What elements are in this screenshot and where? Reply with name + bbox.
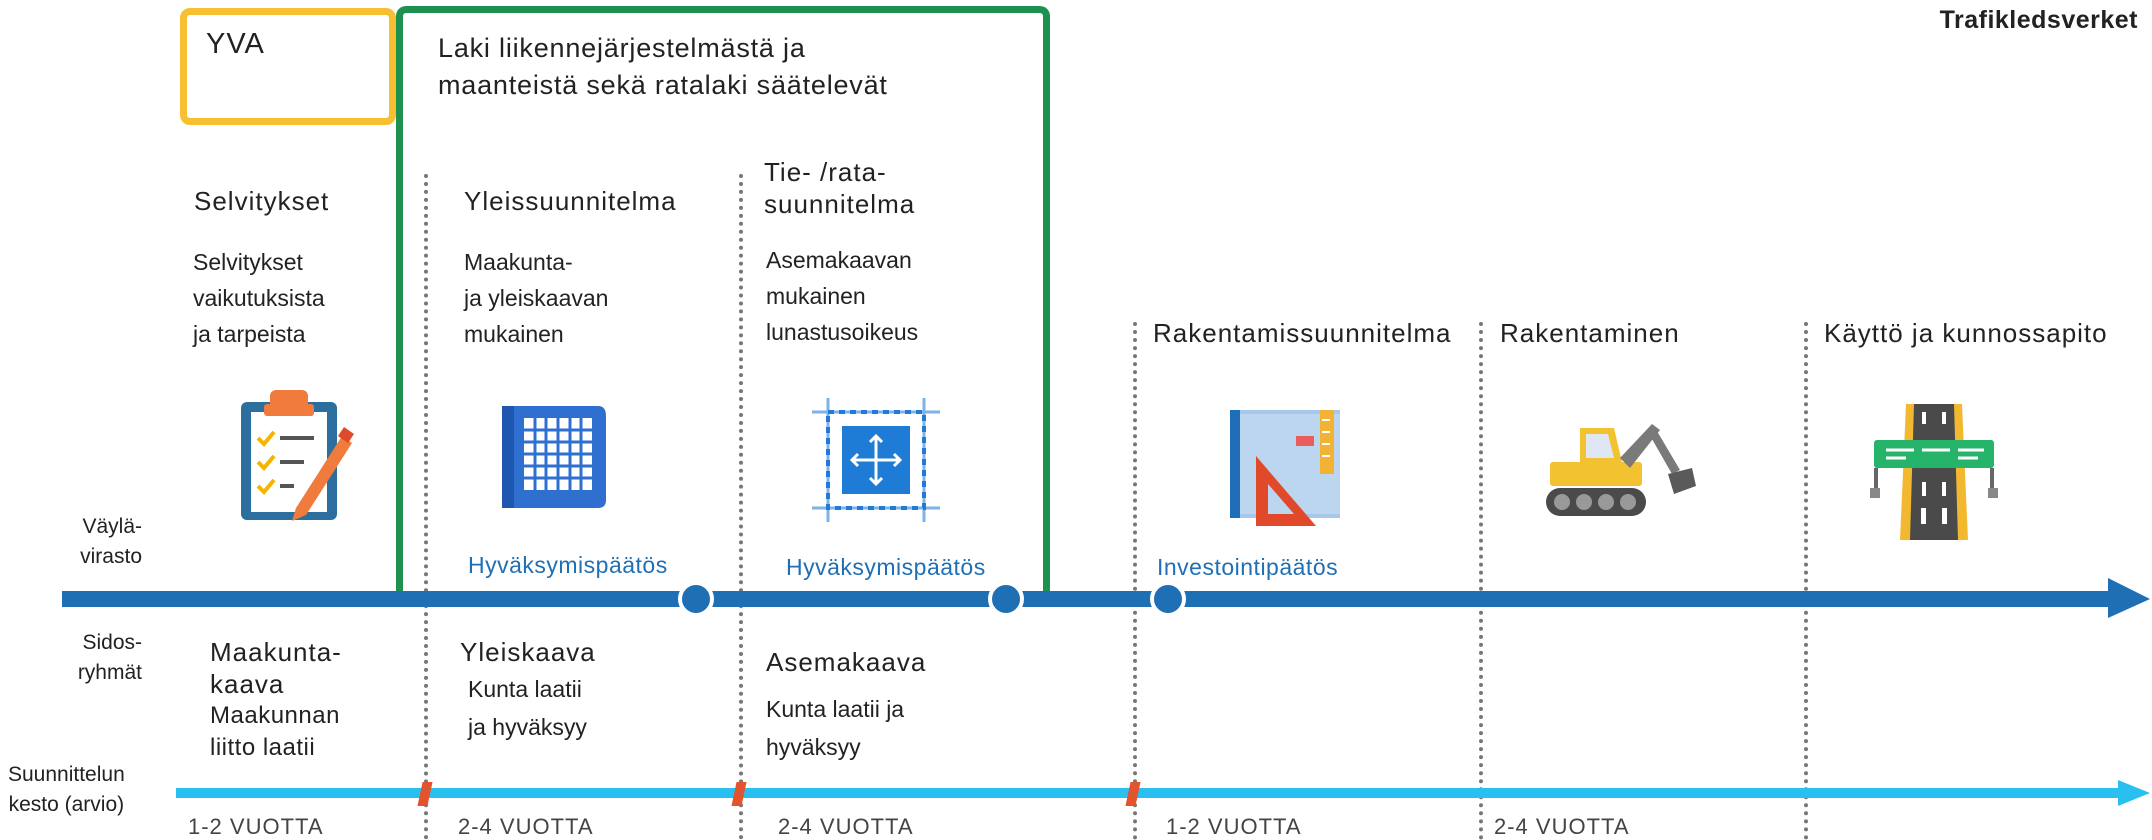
row-label-line: Sidos-: [82, 631, 142, 654]
stakeholder-title-line: Yleiskaava: [460, 637, 596, 667]
road-sign-icon: [1870, 404, 1998, 540]
law-box-label-line-2: maanteistä sekä ratalaki säätelevät: [438, 70, 888, 100]
phase-desc-selvitykset: Selvitykset vaikutuksista ja tarpeista: [193, 244, 325, 352]
yva-box: [180, 8, 396, 125]
phase-desc-line: vaikutuksista: [193, 285, 325, 311]
stakeholder-title-line: kaava: [210, 669, 285, 699]
row-label-line: virasto: [80, 545, 142, 568]
row-label-stakeholders: Sidos- ryhmät: [78, 628, 142, 688]
phase-desc-line: mukainen: [464, 321, 564, 347]
row-label-line: ryhmät: [77, 661, 142, 684]
decision-dot-1: [678, 581, 714, 617]
phase-desc-line: Maakunta-: [464, 249, 573, 275]
phase-title-tie-rata-line-2: suunnitelma: [764, 189, 916, 219]
decision-dot-2: [988, 581, 1024, 617]
stakeholder-desc-line: Kunta laatii: [468, 676, 582, 702]
stakeholder-yleiskaava: Yleiskaava Kunta laatii ja hyväksyy: [460, 634, 596, 746]
separator-2: [739, 174, 743, 840]
decision-label-3: Investointipäätös: [1157, 554, 1339, 580]
stakeholder-desc-line: Kunta laatii ja: [766, 696, 905, 722]
stakeholder-desc-line: liitto laatii: [210, 734, 316, 761]
decision-dot-3: [1150, 581, 1186, 617]
row-label-agency: Väylä- virasto: [80, 512, 142, 572]
stakeholder-desc-line: Maakunnan: [210, 702, 340, 729]
law-box-label: Laki liikennejärjestelmästä ja maanteist…: [438, 30, 888, 104]
law-box: [396, 6, 1050, 606]
phase-title-kaytto: Käyttö ja kunnossapito: [1824, 318, 2108, 348]
yva-label: YVA: [206, 28, 265, 60]
phase-desc-line: mukainen: [766, 283, 866, 309]
phase-desc-yleissuunnitelma: Maakunta- ja yleiskaavan mukainen: [464, 244, 608, 352]
plan-measure-icon: [812, 398, 940, 522]
separator-1: [424, 174, 428, 840]
phase-title-rakentaminen: Rakentaminen: [1500, 318, 1680, 348]
stakeholder-maakuntakaava: Maakunta- kaava Maakunnan liitto laatii: [210, 636, 342, 764]
row-label-duration: Suunnittelun kesto (arvio): [8, 760, 125, 820]
row-label-line: Väylä-: [82, 515, 142, 538]
stakeholder-title-line: Asemakaava: [766, 647, 927, 677]
phase-desc-line: Selvitykset: [193, 249, 303, 275]
duration-label-2: 2-4 VUOTTA: [458, 814, 594, 839]
separator-5: [1804, 322, 1808, 840]
duration-arrow: [176, 780, 2150, 806]
phase-title-yleissuunnitelma: Yleissuunnitelma: [464, 186, 677, 216]
excavator-icon: [1546, 424, 1696, 516]
phase-desc-line: ja tarpeista: [193, 321, 306, 347]
phase-desc-line: Asemakaavan: [766, 247, 912, 273]
duration-label-4: 1-2 VUOTTA: [1166, 814, 1302, 839]
law-box-label-line-1: Laki liikennejärjestelmästä ja: [438, 33, 806, 63]
clipboard-checklist-icon: [241, 390, 354, 521]
separator-4: [1479, 322, 1483, 840]
decision-label-2: Hyväksymispäätös: [786, 554, 986, 580]
row-label-line: kesto (arvio): [8, 793, 125, 816]
duration-label-3: 2-4 VUOTTA: [778, 814, 914, 839]
stakeholder-desc-line: hyväksyy: [766, 734, 861, 760]
main-timeline-arrow: [62, 578, 2150, 618]
phase-title-selvitykset: Selvitykset: [194, 186, 330, 216]
drafting-tools-icon: [1230, 410, 1340, 526]
phase-title-tie-rata: Tie- /rata- suunnitelma: [764, 156, 915, 220]
blueprint-grid-icon: [502, 406, 606, 508]
duration-label-5: 2-4 VUOTTA: [1494, 814, 1630, 839]
phase-desc-line: ja yleiskaavan: [464, 285, 609, 311]
phase-desc-tie-rata: Asemakaavan mukainen lunastusoikeus: [766, 242, 918, 350]
phase-title-tie-rata-line-1: Tie- /rata-: [764, 157, 887, 187]
phase-desc-line: lunastusoikeus: [766, 319, 919, 345]
stakeholder-desc-line: ja hyväksyy: [468, 714, 587, 740]
row-label-line: Suunnittelun: [8, 763, 125, 786]
decision-label-1: Hyväksymispäätös: [468, 552, 668, 578]
stakeholder-asemakaava: Asemakaava Kunta laatii ja hyväksyy: [766, 644, 926, 766]
stakeholder-title-line: Maakunta-: [210, 637, 342, 667]
brand-logo-text: Trafikledsverket: [1939, 6, 2138, 34]
phase-title-rakentamissuunnitelma: Rakentamissuunnitelma: [1153, 318, 1452, 348]
separator-3: [1133, 322, 1137, 840]
duration-label-1: 1-2 VUOTTA: [188, 814, 324, 839]
